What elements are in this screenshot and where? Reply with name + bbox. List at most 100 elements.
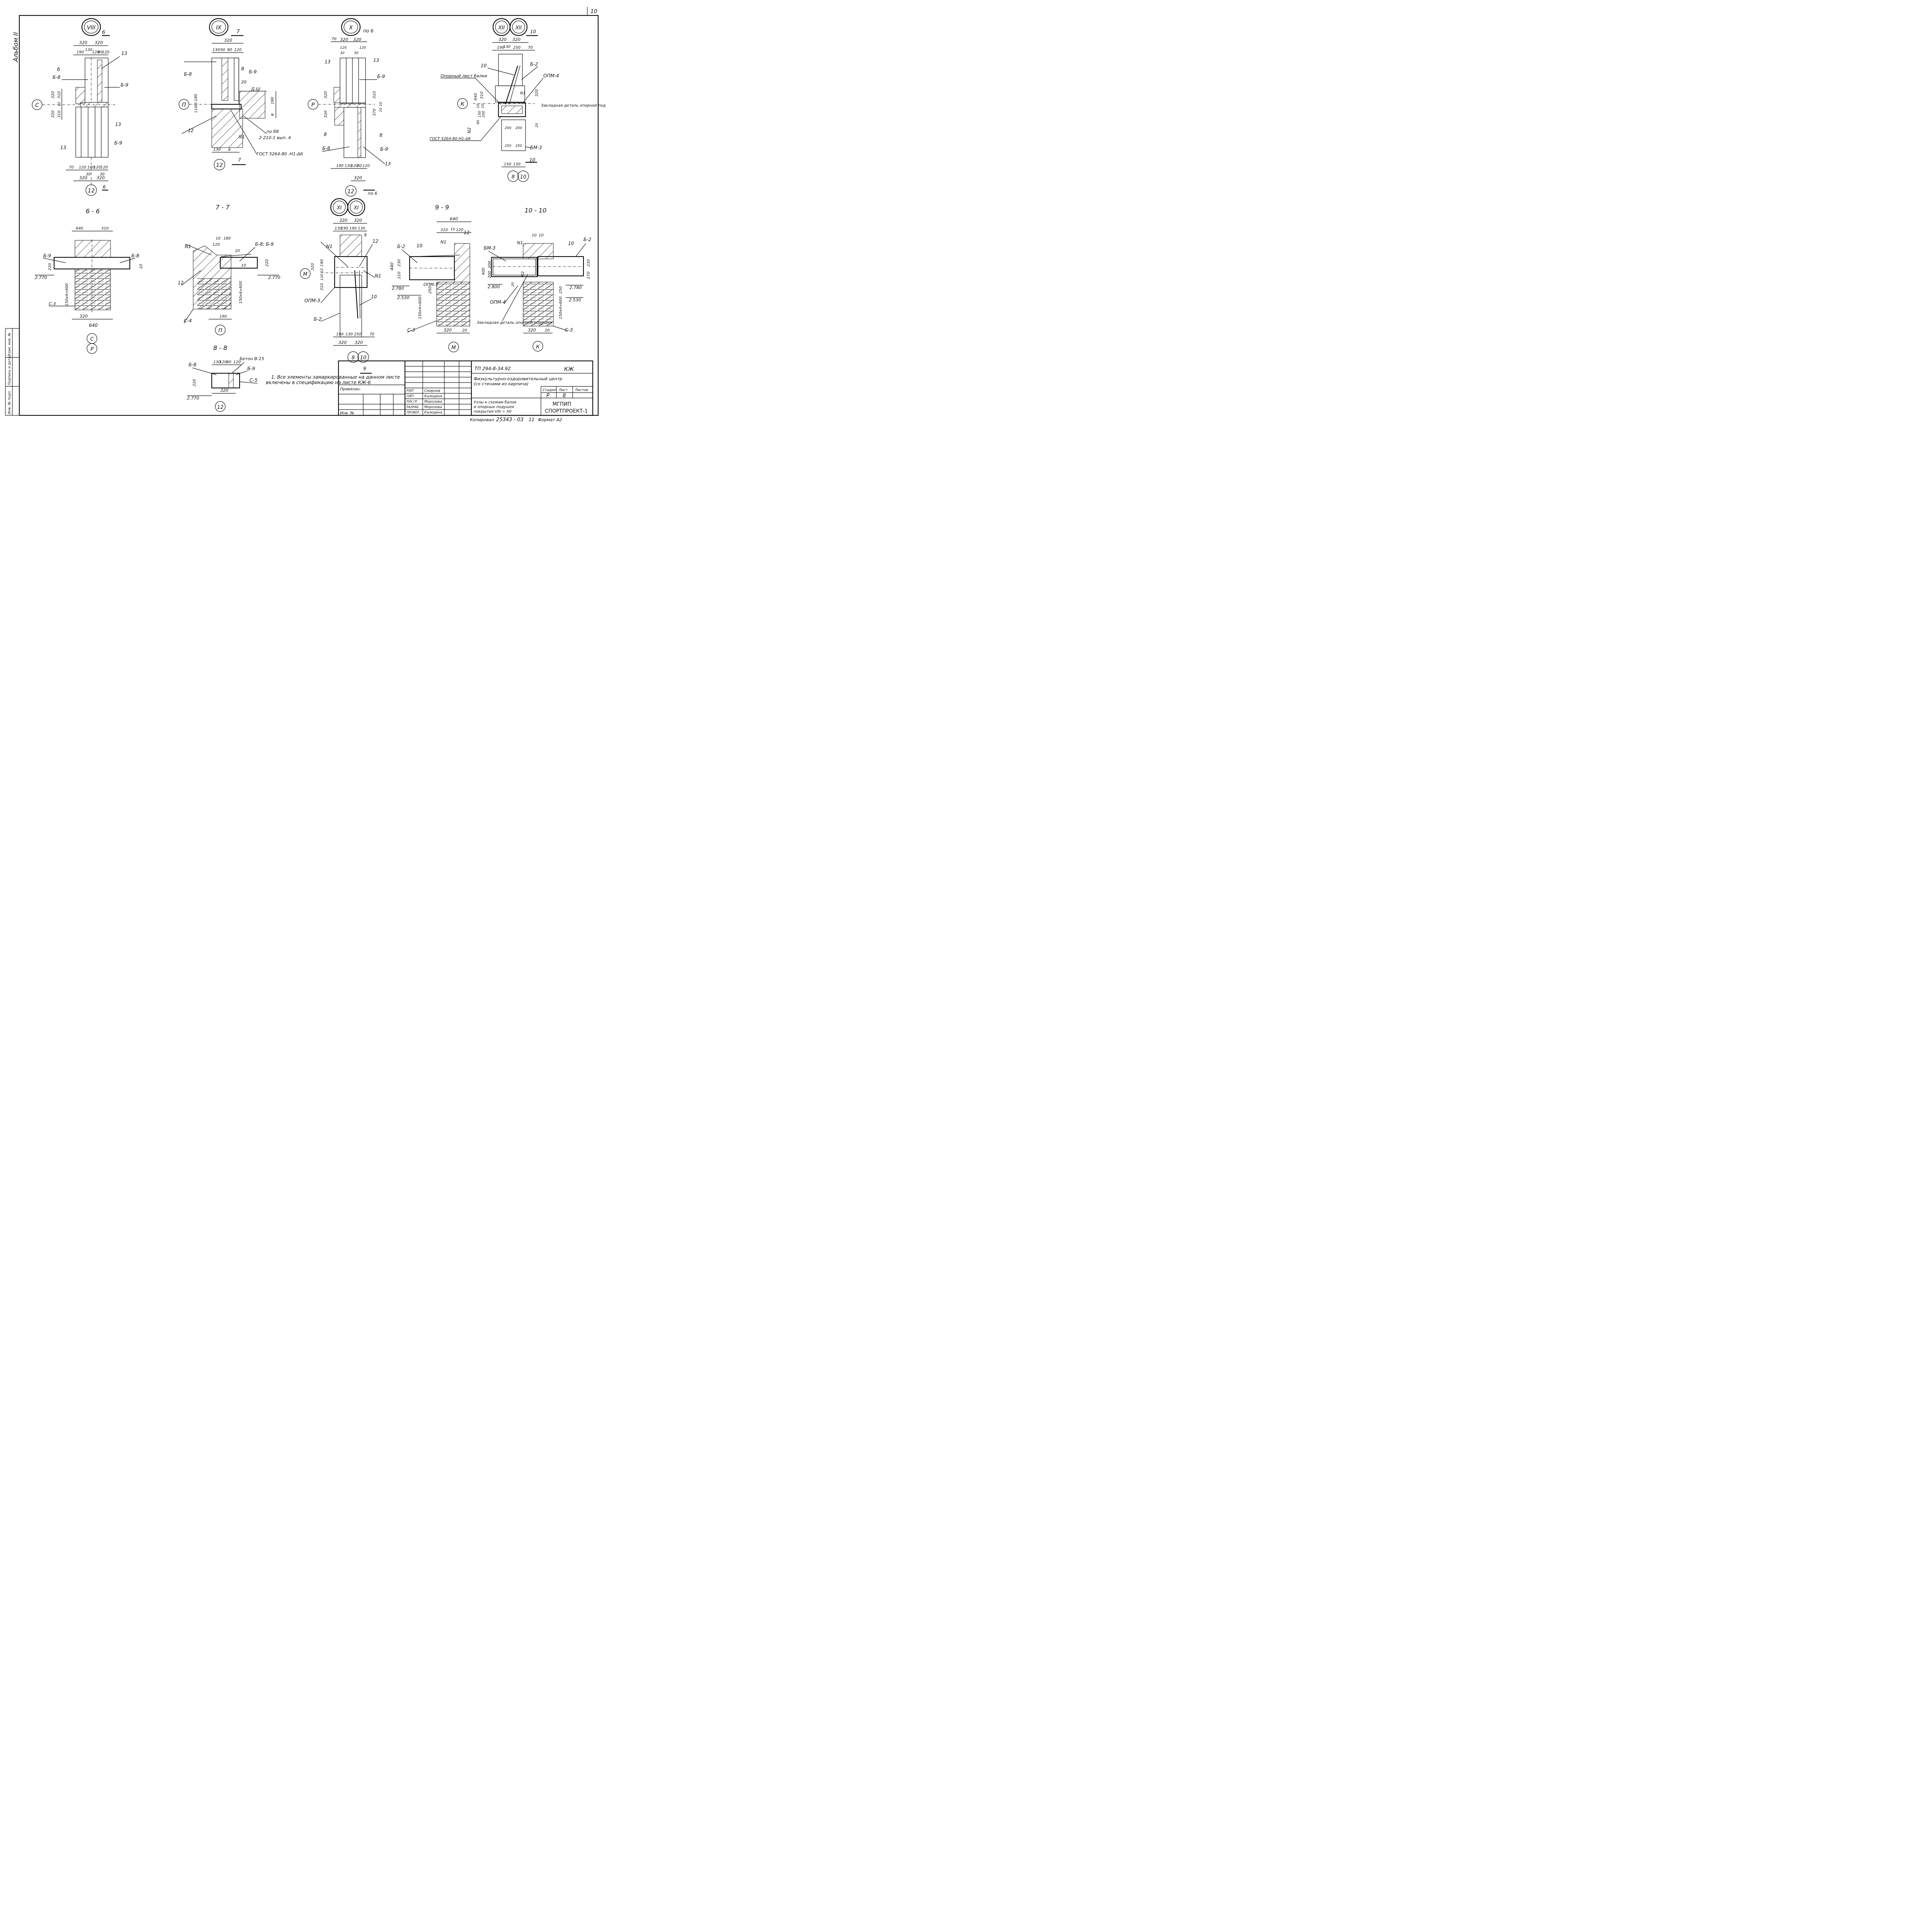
svg-text:130: 130 [345, 164, 352, 168]
svg-text:12: 12 [372, 238, 378, 244]
svg-text:12: 12 [464, 230, 469, 235]
sheet-value: 8 [563, 393, 566, 399]
footer-format: Формат А2 [538, 417, 562, 422]
svg-text:10: 10 [235, 249, 240, 253]
svg-text:N1: N1 [520, 91, 526, 95]
svg-text:30: 30 [86, 172, 91, 177]
svg-text:8: 8 [241, 66, 244, 71]
svg-text:2.530: 2.530 [397, 295, 410, 300]
doc-code: ТП 294-8-34.92 [474, 366, 511, 371]
section-xi-axis-bottom: 8 [352, 355, 355, 361]
svg-text:9: 9 [364, 233, 367, 238]
svg-text:310: 310 [57, 111, 61, 118]
svg-text:320: 320 [95, 40, 103, 45]
project-title: Физкультурно-оздоровительный центр (со с… [474, 376, 564, 386]
svg-text:Закладная деталь опорной подуш: Закладная деталь опорной подушки [541, 104, 606, 108]
section-9-9-axis: М [451, 345, 456, 351]
svg-text:310: 310 [57, 91, 61, 99]
svg-text:120: 120 [362, 164, 370, 168]
section-xi-mark: XI [337, 205, 342, 211]
svg-text:Б-2: Б-2 [530, 61, 538, 67]
svg-text:Б-9: Б-9 [114, 140, 122, 146]
svg-text:ГОСТ 5264-80-Н1-Δ8: ГОСТ 5264-80-Н1-Δ8 [430, 137, 471, 141]
svg-text:150x4=600: 150x4=600 [418, 296, 422, 319]
svg-text:10: 10 [379, 107, 383, 112]
svg-text:12: 12 [188, 128, 194, 133]
svg-text:10: 10 [481, 104, 485, 108]
svg-text:80: 80 [227, 48, 232, 52]
svg-text:320: 320 [97, 175, 105, 180]
svg-text:Б-8: Б-8 [131, 253, 139, 259]
section-8-8-title: 8 - 8 [213, 344, 227, 352]
stage-value: Р [546, 393, 549, 399]
svg-text:250: 250 [513, 46, 520, 50]
svg-text:ОПМ-3: ОПМ-3 [304, 298, 320, 303]
svg-text:Б-2: Б-2 [583, 237, 591, 242]
section-6-6-axis2: Р [90, 347, 94, 352]
svg-text:120: 120 [213, 243, 220, 247]
svg-text:320: 320 [512, 37, 520, 42]
svg-text:120: 120 [233, 360, 241, 364]
role-name-2: Морозова [424, 400, 442, 404]
sheet-title: Узлы к схемам балок и опорных подушек по… [474, 400, 518, 414]
svg-text:N1: N1 [326, 244, 333, 249]
svg-text:6: 6 [103, 184, 106, 190]
node-x-axis-bottom: 12 [347, 189, 354, 195]
svg-text:70: 70 [69, 165, 74, 170]
svg-text:120: 120 [456, 228, 463, 232]
svg-text:130: 130 [335, 226, 342, 231]
node-xii-axis-bottom: 8 [512, 174, 515, 180]
sheet-frame [19, 15, 599, 416]
svg-text:320: 320 [354, 218, 362, 223]
svg-text:320: 320 [339, 218, 347, 223]
svg-text:150: 150 [513, 162, 520, 167]
svg-text:150x4=600: 150x4=600 [559, 296, 563, 319]
svg-text:150x4=600: 150x4=600 [65, 283, 69, 306]
svg-text:БМ-3: БМ-3 [530, 145, 542, 150]
side-stamp-sign: Подпись и дата [8, 356, 12, 385]
footer: Копировал 25343 - 03 11 Формат А2 [470, 417, 562, 423]
role-3: РАЗРАБ. [406, 405, 420, 409]
role-name-3: Морозова [424, 405, 442, 409]
svg-text:10: 10 [194, 102, 198, 107]
svg-text:220: 220 [192, 379, 197, 386]
svg-text:2.780: 2.780 [392, 286, 404, 291]
svg-text:200: 200 [505, 126, 511, 130]
svg-text:120: 120 [351, 164, 358, 168]
svg-text:230: 230 [587, 259, 591, 267]
album-label: Альбом II [12, 32, 19, 62]
svg-text:С-5: С-5 [250, 378, 257, 383]
svg-text:370: 370 [372, 109, 377, 116]
general-note: 1. Все элементы замаркированные на данно… [266, 374, 400, 385]
svg-text:Б-9: Б-9 [377, 74, 385, 79]
svg-text:180: 180 [223, 236, 231, 241]
svg-text:10: 10 [568, 241, 574, 246]
svg-text:10: 10 [139, 264, 143, 269]
svg-text:120: 120 [102, 50, 109, 54]
side-stamp: Инв. № подл. Подпись и дата Взам. инв. № [5, 328, 20, 416]
svg-text:ОПМ-4: ОПМ-4 [543, 73, 559, 78]
svg-text:Б-9: Б-9 [43, 253, 51, 259]
svg-text:80: 80 [357, 164, 362, 168]
svg-text:Б-8: Б-8 [53, 75, 61, 80]
svg-text:30: 30 [340, 51, 345, 55]
svg-text:13: 13 [373, 58, 379, 63]
section-7-7-title: 7 - 7 [216, 204, 230, 211]
svg-text:150: 150 [504, 162, 511, 167]
svg-text:по 6: по 6 [368, 191, 377, 196]
svg-text:10: 10 [417, 243, 423, 248]
svg-text:2.770: 2.770 [187, 396, 199, 401]
svg-text:130: 130 [345, 332, 353, 337]
role-name-0: Смирнов [424, 389, 440, 393]
svg-text:190: 190 [497, 46, 504, 50]
svg-text:250: 250 [559, 286, 563, 294]
svg-text:60: 60 [476, 120, 480, 124]
svg-text:С-4: С-4 [184, 318, 192, 323]
svg-text:13: 13 [121, 51, 127, 56]
svg-text:320: 320 [79, 40, 87, 45]
section-xi: XI XI 320 320 130 190 190 130 М 320 190 … [300, 198, 381, 374]
node-viii-axis-left: С [35, 102, 39, 109]
side-stamp-replace: Взам. инв. № [8, 333, 12, 356]
svg-text:320: 320 [353, 37, 361, 42]
svg-text:190: 190 [341, 226, 348, 231]
